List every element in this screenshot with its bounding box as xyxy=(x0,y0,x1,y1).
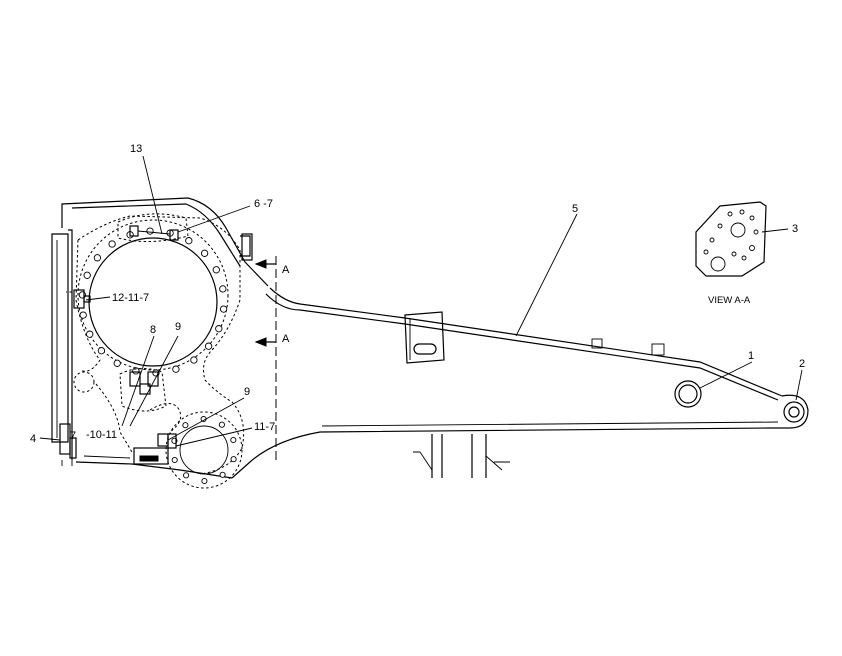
bolt-hole xyxy=(83,271,91,279)
bolt-hole xyxy=(108,240,116,248)
bolt-hole xyxy=(218,421,225,428)
section-mark-bottom: A xyxy=(282,333,290,345)
callout-10-11: -10-11 xyxy=(86,429,117,441)
callout-7: 7 xyxy=(70,430,76,442)
bolt-hole xyxy=(79,311,87,319)
bolt-hole xyxy=(183,472,190,479)
bolt-hole xyxy=(78,291,87,299)
lower-brackets xyxy=(413,434,510,478)
fittings xyxy=(59,213,253,466)
callout-9-lower: 9 xyxy=(244,386,250,398)
callout-2: 2 xyxy=(799,358,805,370)
bolt-hole xyxy=(113,359,121,367)
bolt-hole xyxy=(190,356,198,364)
view-a-a: VIEW A-A xyxy=(695,201,767,306)
housing xyxy=(51,197,269,479)
bolt-hole xyxy=(97,347,106,355)
callout-6-7: 6 -7 xyxy=(254,198,273,210)
callout-11-7: 11-7 xyxy=(254,421,275,433)
callout-1: 1 xyxy=(748,350,754,362)
callout-13: 13 xyxy=(130,143,142,155)
bolt-hole xyxy=(215,325,223,333)
bolt-hole xyxy=(219,285,227,293)
pin-eye xyxy=(783,401,805,423)
callout-8: 8 xyxy=(150,324,156,336)
section-mark-top: A xyxy=(282,264,290,276)
bolt-hole xyxy=(171,456,178,464)
bolt-hole xyxy=(204,342,213,350)
bolt-hole xyxy=(230,436,237,444)
boss xyxy=(674,380,702,408)
callout-labels: 13 6 -7 5 3 12-11-7 8 9 1 2 9 -10-11 11-… xyxy=(30,143,805,445)
bolt-hole xyxy=(200,249,209,257)
bolt-hole xyxy=(146,227,154,235)
leaders xyxy=(39,155,803,447)
callout-12-11-7: 12-11-7 xyxy=(112,292,149,304)
bolt-hole xyxy=(212,266,220,274)
bolt-hole xyxy=(201,477,208,485)
bolt-hole xyxy=(185,237,193,245)
lower-bore xyxy=(165,411,243,489)
arm xyxy=(231,287,809,479)
callout-9-upper: 9 xyxy=(175,321,181,333)
callout-4: 4 xyxy=(30,433,36,445)
view-label: VIEW A-A xyxy=(708,295,751,306)
bolt-hole xyxy=(230,456,237,463)
callout-3: 3 xyxy=(792,223,798,235)
bolt-hole xyxy=(93,254,102,262)
bolt-circle xyxy=(77,219,229,377)
bolt-hole xyxy=(86,330,94,338)
bolt-hole xyxy=(219,305,228,313)
bolt-hole xyxy=(219,471,226,478)
callout-5: 5 xyxy=(572,203,578,215)
bolt-hole xyxy=(172,365,180,373)
clamp-block xyxy=(404,311,445,364)
bolt-hole xyxy=(182,422,189,429)
section-line: A A xyxy=(254,256,290,460)
